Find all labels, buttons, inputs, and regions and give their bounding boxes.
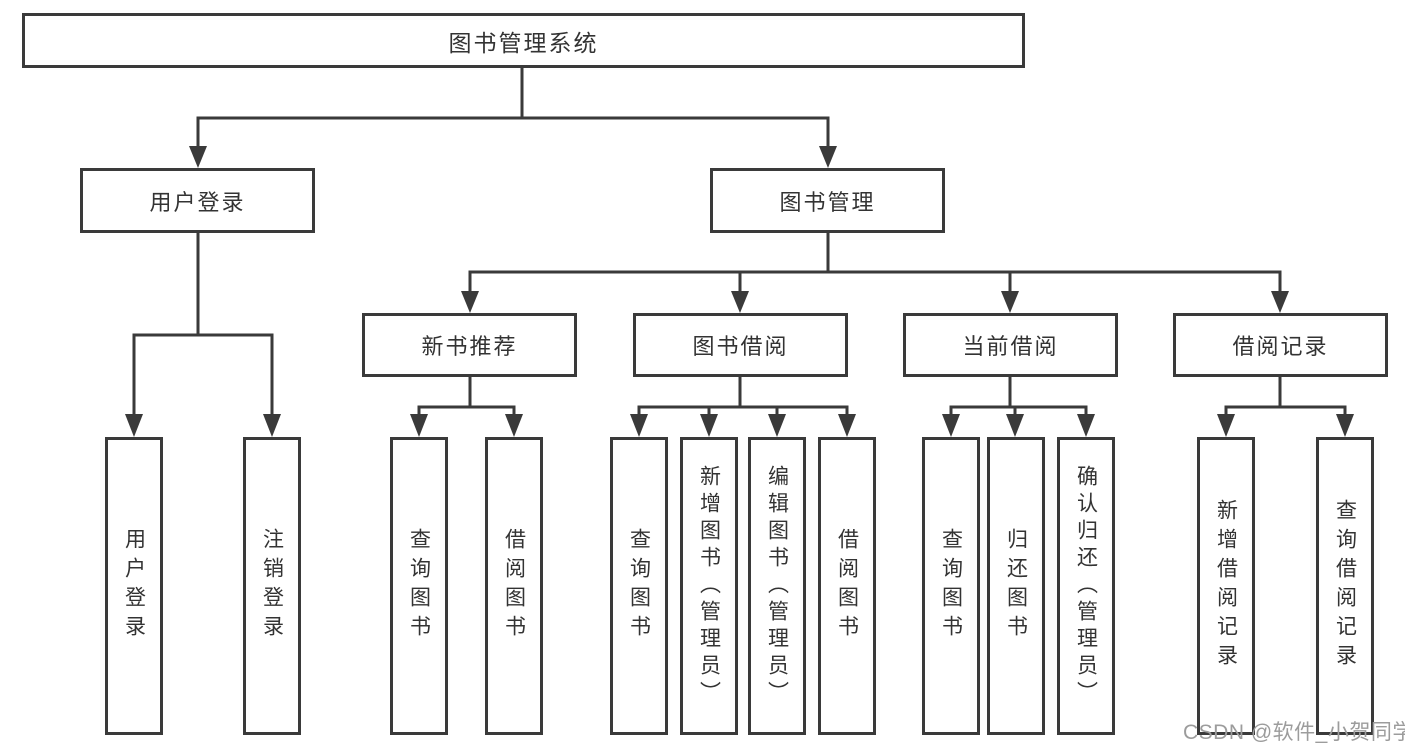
node-library-management-system: 图书管理系统 [22,13,1025,68]
leaf-user-login: 用户登录 [105,437,163,735]
leaf-return-books: 归还图书 [987,437,1045,735]
leaf-borrow-books-recommend: 借阅图书 [485,437,543,735]
node-book-borrowing: 图书借阅 [633,313,848,377]
node-new-book-recommendation: 新书推荐 [362,313,577,377]
node-current-borrowing: 当前借阅 [903,313,1118,377]
node-user-login: 用户登录 [80,168,315,233]
leaf-add-borrow-record: 新增借阅记录 [1197,437,1255,735]
leaf-logout: 注销登录 [243,437,301,735]
node-book-management: 图书管理 [710,168,945,233]
leaf-confirm-return-admin: 确认归还（管理员） [1057,437,1115,735]
leaf-add-book-admin: 新增图书（管理员） [680,437,738,735]
leaf-borrow-books-borrowing: 借阅图书 [818,437,876,735]
leaf-query-books-borrowing: 查询图书 [610,437,668,735]
leaf-query-books-recommend: 查询图书 [390,437,448,735]
node-borrowing-records: 借阅记录 [1173,313,1388,377]
leaf-query-borrow-record: 查询借阅记录 [1316,437,1374,735]
leaf-edit-book-admin: 编辑图书（管理员） [748,437,806,735]
leaf-query-books-current: 查询图书 [922,437,980,735]
arrowheads [125,146,1354,437]
watermark-text: CSDN @软件_小贺同学 [1183,721,1405,744]
